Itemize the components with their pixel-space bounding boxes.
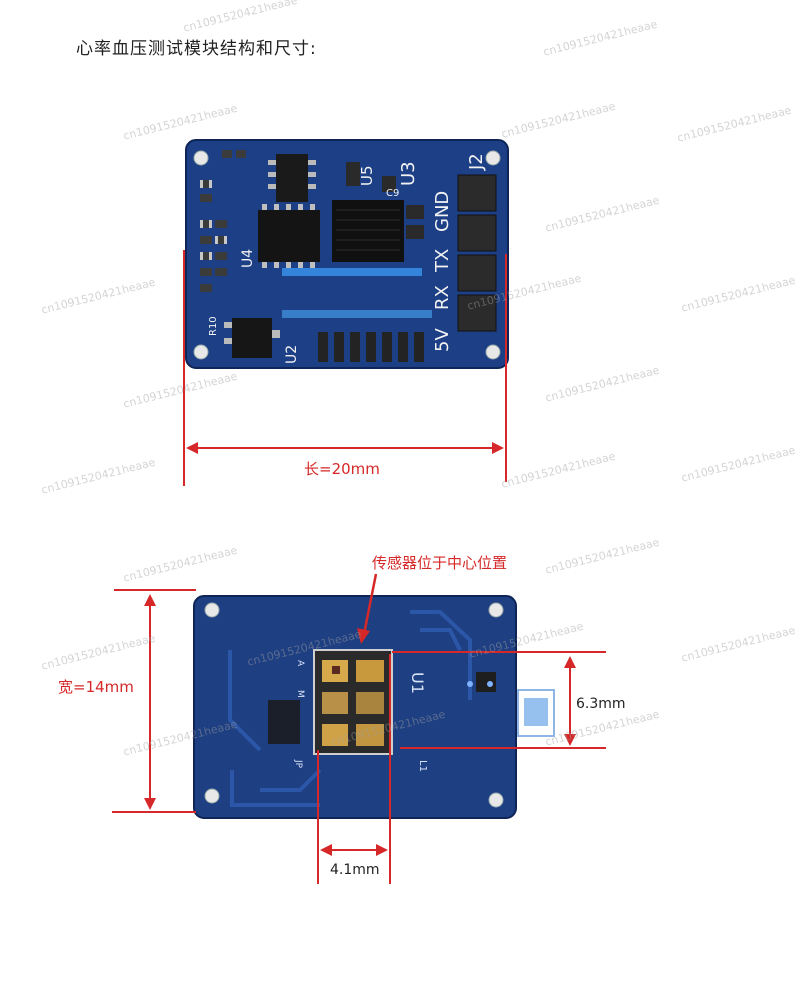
width-label: 宽=14mm [58,678,134,696]
length-label: 长=20mm [304,460,380,478]
length-dimension [183,250,507,486]
silk-jp: JP [293,759,303,769]
page-title: 心率血压测试模块结构和尺寸: [76,39,317,59]
silk-c9: C9 [386,188,399,199]
silk-m: M [295,690,305,698]
silk-gnd: GND [432,191,453,232]
silk-a: A [295,660,305,667]
sensor-height-dimension [392,651,606,749]
sensor-width-label: 4.1mm [330,862,380,878]
sensor [313,649,393,755]
width-dimension [112,589,196,813]
sensor-pointer-arrow [362,573,378,635]
bottom-pcb-board: A M L1 U1 JP [193,595,555,819]
silk-l1: L1 [417,760,428,772]
silk-u4: U4 [240,249,256,268]
silk-u3: U3 [398,161,419,186]
sensor-width-dimension [317,654,391,884]
silk-u5: U5 [358,165,376,186]
top-pcb-board: U5 U3 J2 GND TX RX 5V U4 U2 C9 R10 [185,139,509,369]
sensor-height-label: 6.3mm [576,696,626,712]
silk-u2: U2 [284,345,300,364]
silk-j2: J2 [466,153,487,171]
silk-tx: TX [432,249,453,273]
silk-r10: R10 [208,316,219,336]
sensor-note-label: 传感器位于中心位置 [372,554,508,572]
silk-u1: U1 [408,672,427,694]
silk-5v: 5V [432,328,453,352]
silk-rx: RX [432,285,453,310]
